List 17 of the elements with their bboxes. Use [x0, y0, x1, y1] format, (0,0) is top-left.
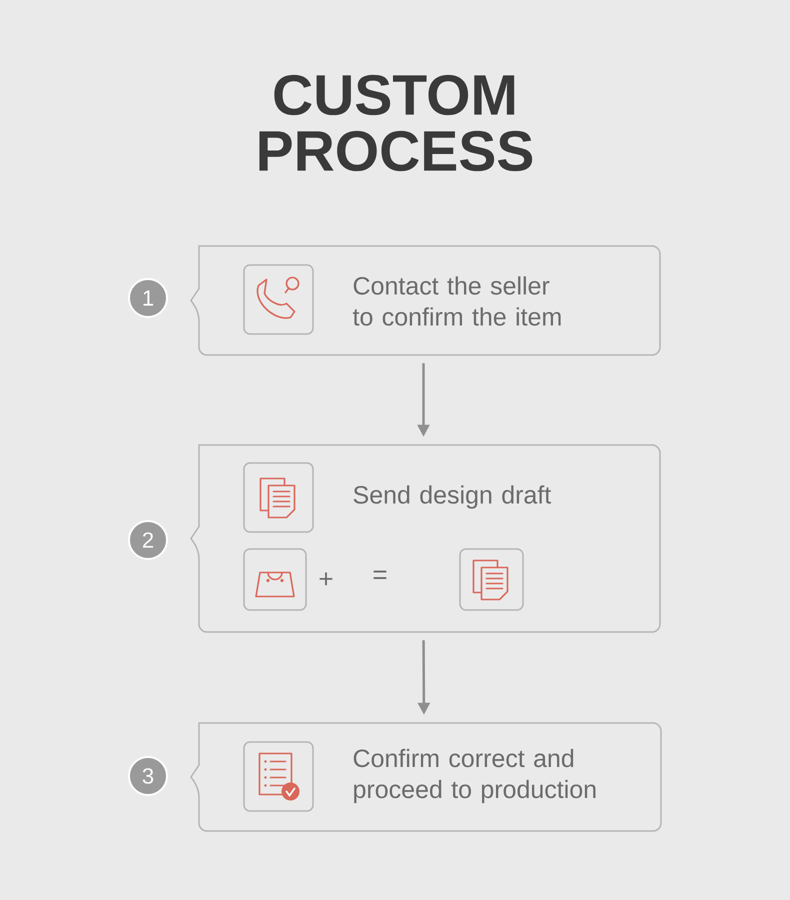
icon-box: [243, 264, 314, 335]
icon-box: [243, 548, 307, 611]
icon-box: [459, 548, 524, 611]
step-text: Confirm correct and proceed to production: [354, 748, 596, 804]
callout-card: [190, 245, 661, 356]
step-text: Send design draft: [354, 485, 552, 509]
step-number: 3: [128, 756, 168, 796]
step-number: 2: [128, 520, 168, 560]
step-number: 1: [128, 278, 168, 318]
icon-box: [243, 462, 314, 533]
callout-card: [190, 722, 662, 832]
title: CUSTOM PROCESS: [259, 74, 532, 172]
callout-card: [190, 444, 661, 633]
operator-sign: =: [374, 570, 386, 580]
operator-sign: +: [320, 572, 332, 586]
icon-box: [243, 741, 314, 812]
step-text: Contact the seller to confirm the item: [352, 276, 561, 326]
